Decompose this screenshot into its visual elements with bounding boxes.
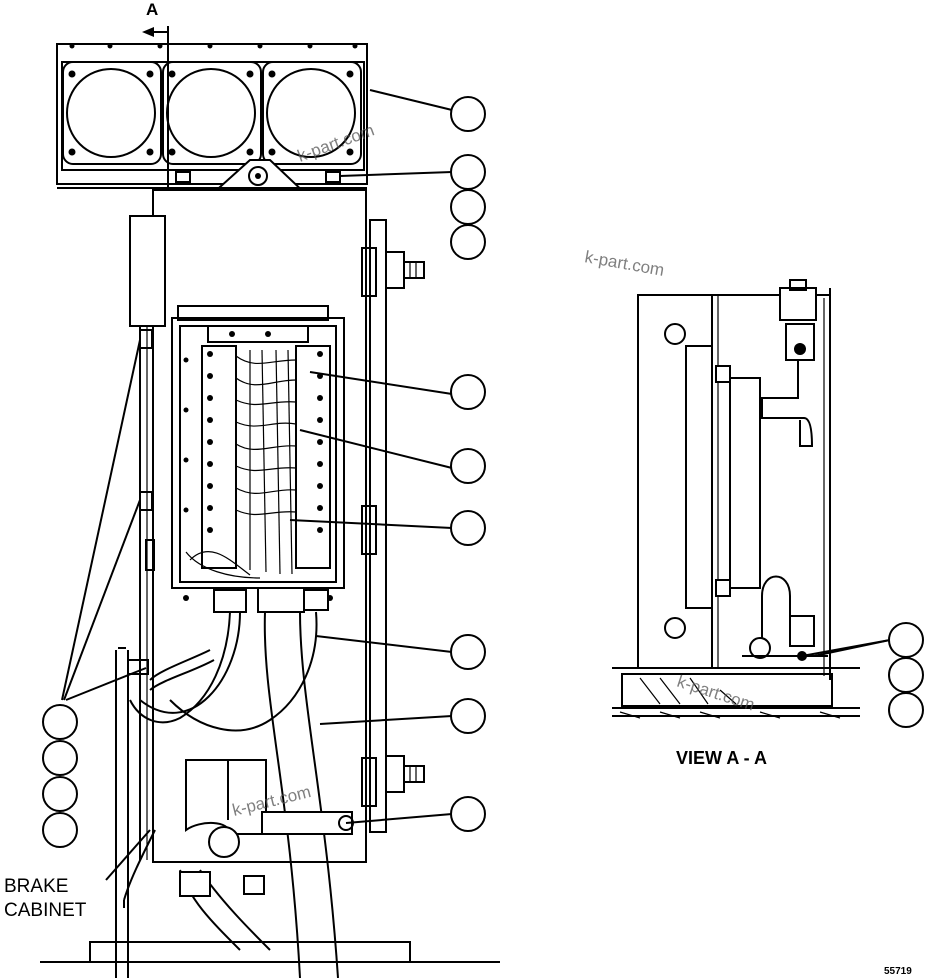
base-plate xyxy=(40,869,500,963)
callout-balloon xyxy=(888,692,924,728)
callout-balloon xyxy=(450,510,486,546)
callout-balloon xyxy=(450,189,486,225)
callout-balloon xyxy=(42,704,78,740)
main-view: A A xyxy=(4,0,500,978)
leader-lines-left xyxy=(61,339,151,881)
callout-balloon xyxy=(450,96,486,132)
lower-cabinet xyxy=(153,759,366,863)
terminal-screws xyxy=(183,351,323,533)
callouts-right xyxy=(450,96,486,832)
terminal-board xyxy=(171,305,345,613)
latch-lower xyxy=(385,755,425,793)
figure-number: 55719 xyxy=(884,966,912,977)
callout-balloon xyxy=(450,634,486,670)
callout-balloon xyxy=(450,374,486,410)
callout-balloon xyxy=(42,776,78,812)
callout-balloon xyxy=(888,657,924,693)
callout-balloon xyxy=(42,740,78,776)
fitting-lower xyxy=(742,575,828,661)
callout-balloon xyxy=(450,698,486,734)
grille-left xyxy=(62,61,162,165)
callout-balloon xyxy=(450,224,486,260)
left-conduit xyxy=(115,329,156,978)
view-title: VIEW A - A xyxy=(676,748,767,768)
cables xyxy=(129,611,339,978)
callout-balloon xyxy=(450,796,486,832)
view-base xyxy=(612,667,860,719)
grille-right xyxy=(262,61,362,165)
callout-balloon xyxy=(450,154,486,190)
leader-lines-right xyxy=(289,89,453,824)
view-a-a: VIEW A - A xyxy=(612,279,924,768)
latch-upper xyxy=(385,251,425,289)
callout-balloon xyxy=(450,448,486,484)
section-marker-top: A xyxy=(146,0,158,19)
callout-balloon xyxy=(42,812,78,848)
wiring-bundle xyxy=(185,349,297,579)
callouts-view xyxy=(888,622,924,728)
fitting-upper xyxy=(761,279,817,447)
callouts-left xyxy=(42,704,78,848)
brake-cabinet-label-line2: CABINET xyxy=(4,900,87,921)
watermark: k-part.com xyxy=(583,247,665,280)
grille-bolts xyxy=(68,43,358,156)
brake-cabinet-label-line1: BRAKE xyxy=(4,876,68,897)
callout-balloon xyxy=(888,622,924,658)
